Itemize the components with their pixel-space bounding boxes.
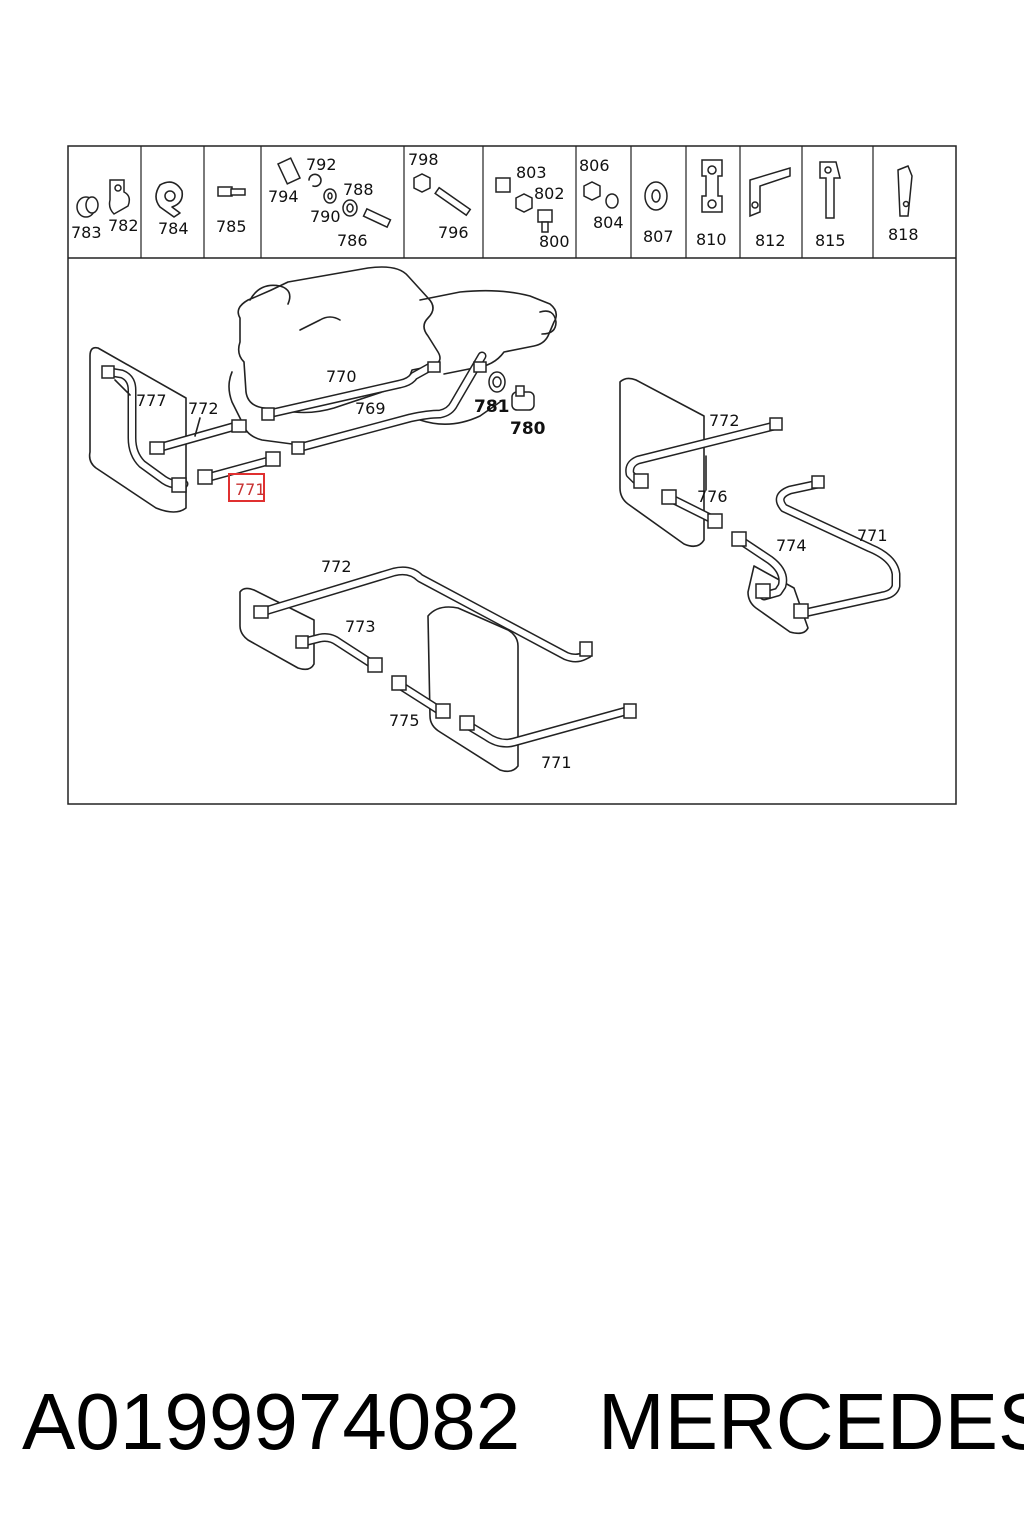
line-769 (293, 351, 487, 453)
fittings-top-left (101, 361, 487, 493)
diagram-frame (67, 145, 957, 805)
callout-781: 781 (474, 397, 510, 417)
stud-icon (434, 186, 472, 217)
part-number: A0199974082 (22, 1377, 521, 1466)
clip-bracket-icon (897, 165, 913, 217)
callout-771c: 771 (541, 753, 572, 772)
highlight-box-771 (228, 473, 265, 502)
part-label-792: 792 (306, 155, 337, 174)
part-label-806: 806 (579, 156, 610, 175)
footer: A0199974082 MERCEDES (0, 1372, 1024, 1472)
part-label-815: 815 (815, 231, 846, 250)
part-label-785: 785 (216, 217, 247, 236)
grommet-icon (76, 196, 99, 218)
part-label-794: 794 (268, 187, 299, 206)
flange-nut-icon (583, 181, 601, 201)
line-772-right (625, 421, 779, 485)
callout-776: 776 (697, 487, 728, 506)
washer-icon (323, 188, 337, 204)
part-label-782: 782 (108, 216, 139, 235)
screw-icon (362, 207, 392, 229)
part-label-798: 798 (408, 150, 439, 169)
part-label-812: 812 (755, 231, 786, 250)
leader-777 (114, 379, 131, 396)
part-label-783: 783 (71, 223, 102, 242)
nut-icon (413, 173, 431, 193)
pipe-clamp-icon (155, 181, 184, 218)
callout-777: 777 (136, 391, 167, 410)
spring-washer-icon (605, 193, 619, 209)
callout-780: 780 (510, 419, 546, 439)
line-771-right (775, 479, 901, 619)
callout-773: 773 (345, 617, 376, 636)
line-773 (299, 633, 377, 669)
ring-icon (342, 199, 358, 217)
part-label-784: 784 (158, 219, 189, 238)
line-770 (263, 361, 437, 419)
part-label-810: 810 (696, 230, 727, 249)
header-cell-dividers (140, 146, 874, 258)
line-771-bottom (461, 705, 635, 748)
callout-771a: 771 (235, 480, 266, 499)
circlip-icon (308, 173, 322, 188)
callout-775: 775 (389, 711, 420, 730)
part-label-790: 790 (310, 207, 341, 226)
part-label-786: 786 (337, 231, 368, 250)
line-772-left (153, 421, 241, 453)
part-label-803: 803 (516, 163, 547, 182)
line-777 (105, 367, 189, 489)
part-label-807: 807 (643, 227, 674, 246)
header-part-icons (76, 157, 913, 233)
mounting-bracket-icon (819, 161, 841, 219)
bushing-icon (277, 157, 301, 185)
callout-772b: 772 (709, 411, 740, 430)
fittings-right (633, 417, 825, 619)
line-772-bottom (257, 566, 593, 663)
part-label-796: 796 (438, 223, 469, 242)
hex-nut-icon (515, 193, 533, 213)
engine-transmission-outline (228, 266, 558, 445)
part-label-800: 800 (539, 232, 570, 251)
part-label-804: 804 (593, 213, 624, 232)
callout-772a: 772 (188, 399, 219, 418)
leader-772a (194, 417, 201, 437)
bracket-plate-right (619, 377, 809, 635)
callout-769: 769 (355, 399, 386, 418)
callout-771b: 771 (857, 526, 888, 545)
line-774 (735, 535, 788, 601)
fittings-bottom (253, 605, 637, 731)
callout-774: 774 (776, 536, 807, 555)
banjo-bolt-780 (511, 385, 535, 411)
bracket-plate-left (88, 346, 187, 513)
seal-ring-781 (488, 371, 506, 393)
bracket-plate-bottom (239, 587, 519, 773)
double-clamp-icon (701, 159, 723, 213)
callout-770: 770 (326, 367, 357, 386)
callout-772c: 772 (321, 557, 352, 576)
hex-bolt-icon (537, 209, 553, 233)
bolt-icon (217, 186, 246, 197)
part-label-802: 802 (534, 184, 565, 203)
header-labels: 783 782 784 785 792 794 788 790 786 798 … (71, 150, 919, 251)
angle-bracket-icon (749, 166, 791, 218)
line-771-left (201, 455, 277, 483)
part-label-788: 788 (343, 180, 374, 199)
brand-name: MERCEDES (598, 1377, 1024, 1466)
rubber-mount-icon (644, 181, 668, 211)
square-nut-icon (495, 177, 511, 193)
part-label-818: 818 (888, 225, 919, 244)
bracket-clip-icon (108, 179, 131, 215)
